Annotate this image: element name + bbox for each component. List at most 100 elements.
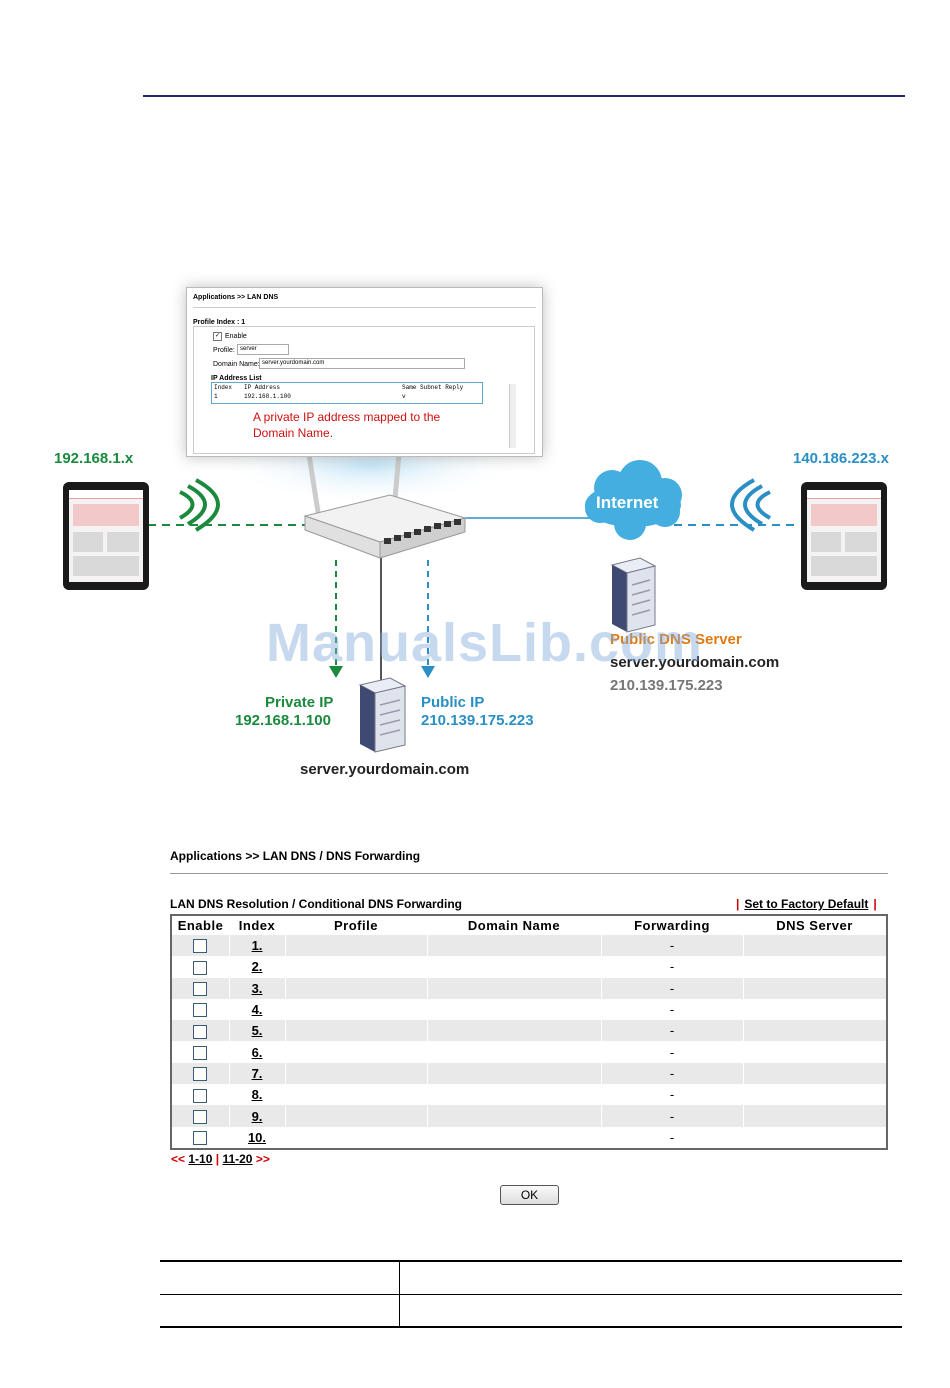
index-link[interactable]: 9. (251, 1108, 263, 1124)
ip-row-address: 192.168.1.100 (244, 393, 291, 400)
wifi-left-icon (178, 478, 220, 532)
domain-cell (426, 956, 601, 978)
public-dns-domain: server.yourdomain.com (610, 654, 780, 671)
router-icon (303, 439, 467, 559)
domain-cell (426, 977, 601, 999)
public-ip-label: Public IP (421, 694, 485, 711)
lan-server-icon (358, 677, 407, 753)
index-link[interactable]: 5. (251, 1023, 263, 1039)
forwarding-cell: - (600, 1020, 743, 1042)
enable-checkbox[interactable] (193, 960, 208, 975)
col-domain-name: Domain Name (467, 918, 561, 933)
private-ip-value: 192.168.1.100 (235, 712, 331, 729)
right-tablet-icon (801, 482, 887, 590)
wifi-right-icon (730, 478, 772, 532)
dns-server-cell (742, 998, 887, 1021)
private-ip-label: Private IP (265, 694, 334, 711)
table-row: 8. - (170, 1084, 887, 1106)
desc-table-divider (399, 1262, 400, 1326)
table-row: 1. - (170, 935, 887, 957)
profile-cell (284, 1062, 427, 1085)
desc-table-bottom-rule (160, 1326, 902, 1328)
table-row: 4. - (170, 998, 887, 1021)
pager-page-1-10[interactable]: 1-10 (188, 1152, 213, 1166)
col-index: Index (238, 918, 276, 933)
pagination: << 1-10 | 11-20 >> (171, 1152, 270, 1166)
enable-checkbox[interactable] (193, 1003, 208, 1018)
popup-note-line2: Domain Name. (253, 426, 334, 440)
profile-cell (284, 998, 427, 1021)
col-forwarding: Forwarding (634, 918, 710, 933)
index-link[interactable]: 8. (251, 1087, 263, 1103)
profile-cell (284, 977, 427, 999)
popup-breadcrumb: Applications >> LAN DNS (193, 294, 279, 301)
profile-field[interactable]: server (237, 344, 289, 355)
popup-profile-index: Profile Index : 1 (193, 319, 246, 326)
ip-row-index: 1 (214, 393, 218, 400)
table-row: 6. - (170, 1041, 887, 1063)
enable-checkbox[interactable]: ✓ (213, 332, 222, 341)
lan-dns-popup: Applications >> LAN DNS Profile Index : … (186, 287, 543, 457)
pager-sep: | (215, 1152, 220, 1166)
table-row: 10. - (170, 1126, 887, 1149)
enable-checkbox[interactable] (193, 1131, 208, 1146)
index-link[interactable]: 2. (251, 959, 263, 975)
index-link[interactable]: 1. (251, 938, 263, 954)
pipe-left: | (736, 897, 740, 911)
popup-scrollbar[interactable] (509, 384, 516, 448)
forwarding-cell: - (600, 977, 743, 999)
profile-cell (284, 956, 427, 978)
profile-cell (284, 1126, 427, 1149)
profile-cell (284, 1105, 427, 1127)
ip-list-label: IP Address List (211, 375, 262, 382)
domain-cell (426, 1041, 601, 1063)
table-row: 2. - (170, 956, 887, 978)
lan-dns-table: Enable Index Profile Domain Name Forward… (170, 914, 888, 1150)
table-row: 7. - (170, 1062, 887, 1085)
enable-checkbox[interactable] (193, 939, 208, 954)
title-rule (170, 873, 888, 874)
enable-checkbox[interactable] (193, 1109, 208, 1124)
index-link[interactable]: 7. (251, 1065, 263, 1081)
domain-name-field[interactable]: server.yourdomain.com (259, 358, 465, 369)
forwarding-cell: - (600, 998, 743, 1021)
domain-cell (426, 998, 601, 1021)
index-link[interactable]: 4. (251, 1002, 263, 1018)
enable-checkbox[interactable] (193, 1088, 208, 1103)
enable-checkbox[interactable] (193, 1045, 208, 1060)
col-profile: Profile (334, 918, 378, 933)
index-link[interactable]: 6. (251, 1044, 263, 1060)
factory-default-link[interactable]: Set to Factory Default (744, 897, 869, 911)
enable-checkbox[interactable] (193, 982, 208, 997)
pipe-right: | (873, 897, 877, 911)
dns-server-cell (742, 1105, 887, 1127)
header-rule (143, 95, 905, 97)
profile-cell (284, 935, 427, 957)
profile-cell (284, 1020, 427, 1042)
left-tablet-icon (63, 482, 149, 590)
enable-checkbox[interactable] (193, 1024, 208, 1039)
table-header: Enable Index Profile Domain Name Forward… (171, 915, 887, 935)
left-subnet-label: 192.168.1.x (54, 450, 134, 467)
pager-next[interactable]: >> (255, 1152, 270, 1166)
public-dns-ip: 210.139.175.223 (610, 677, 723, 694)
domain-cell (426, 1126, 601, 1149)
dns-server-cell (742, 935, 887, 957)
pager-prev[interactable]: << (171, 1152, 186, 1166)
index-link[interactable]: 10. (247, 1129, 267, 1145)
pager-page-11-20[interactable]: 11-20 (222, 1152, 253, 1166)
forwarding-cell: - (600, 1062, 743, 1085)
forwarding-cell: - (600, 1041, 743, 1063)
right-subnet-label: 140.186.223.x (793, 450, 889, 467)
factory-default-bar: | Set to Factory Default | (736, 897, 877, 911)
index-link[interactable]: 3. (251, 980, 263, 996)
dns-server-cell (742, 1020, 887, 1042)
desc-table-top-rule (160, 1260, 902, 1262)
ip-address-list[interactable]: Index IP Address Same Subnet Reply 1 192… (211, 382, 483, 404)
domain-cell (426, 1062, 601, 1085)
ip-col-address: IP Address (244, 384, 281, 391)
ok-button[interactable]: OK (500, 1185, 559, 1205)
enable-checkbox[interactable] (193, 1067, 208, 1082)
private-arrow-icon (329, 666, 343, 678)
popup-note-line1: A private IP address mapped to the (253, 410, 441, 424)
